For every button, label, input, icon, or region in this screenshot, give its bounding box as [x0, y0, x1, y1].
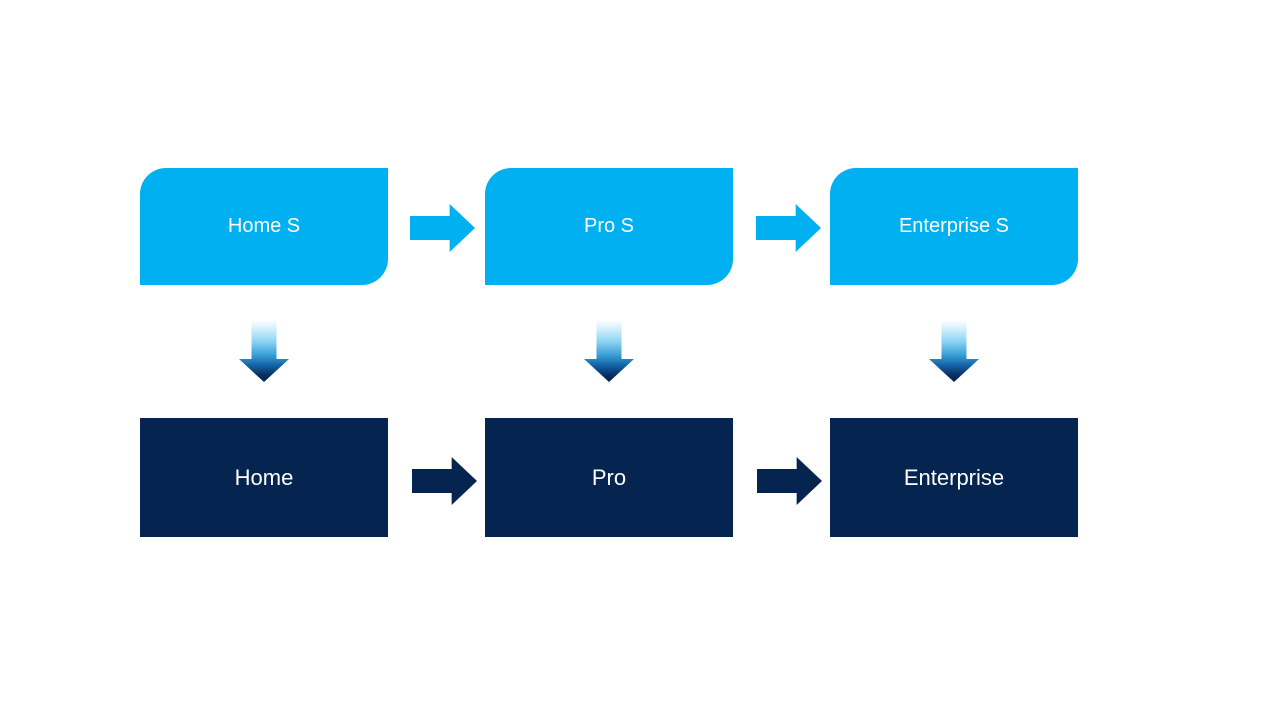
right-arrow-icon-home-to-pro	[412, 457, 477, 505]
box-enterprise-s[interactable]: Enterprise S	[830, 168, 1078, 285]
box-home[interactable]: Home	[140, 418, 388, 537]
box-home-label: Home	[234, 464, 294, 490]
down-arrow-icon-home-s-to-home	[239, 320, 289, 382]
right-arrow-icon-pro-s-to-enterprise-s	[756, 204, 821, 252]
down-arrow-icon-enterprise-s-to-enterprise	[929, 320, 979, 382]
box-home-s-label: Home S	[227, 215, 301, 237]
box-pro-s-label: Pro S	[583, 215, 635, 237]
box-pro-s[interactable]: Pro S	[485, 168, 733, 285]
box-enterprise-label: Enterprise	[903, 464, 1005, 490]
right-arrow-icon-pro-to-enterprise	[757, 457, 822, 505]
right-arrow-icon-home-s-to-pro-s	[410, 204, 475, 252]
box-pro[interactable]: Pro	[485, 418, 733, 537]
down-arrow-icon-pro-s-to-pro	[584, 320, 634, 382]
box-pro-label: Pro	[591, 464, 627, 490]
box-enterprise[interactable]: Enterprise	[830, 418, 1078, 537]
box-home-s[interactable]: Home S	[140, 168, 388, 285]
box-enterprise-s-label: Enterprise S	[898, 215, 1010, 237]
